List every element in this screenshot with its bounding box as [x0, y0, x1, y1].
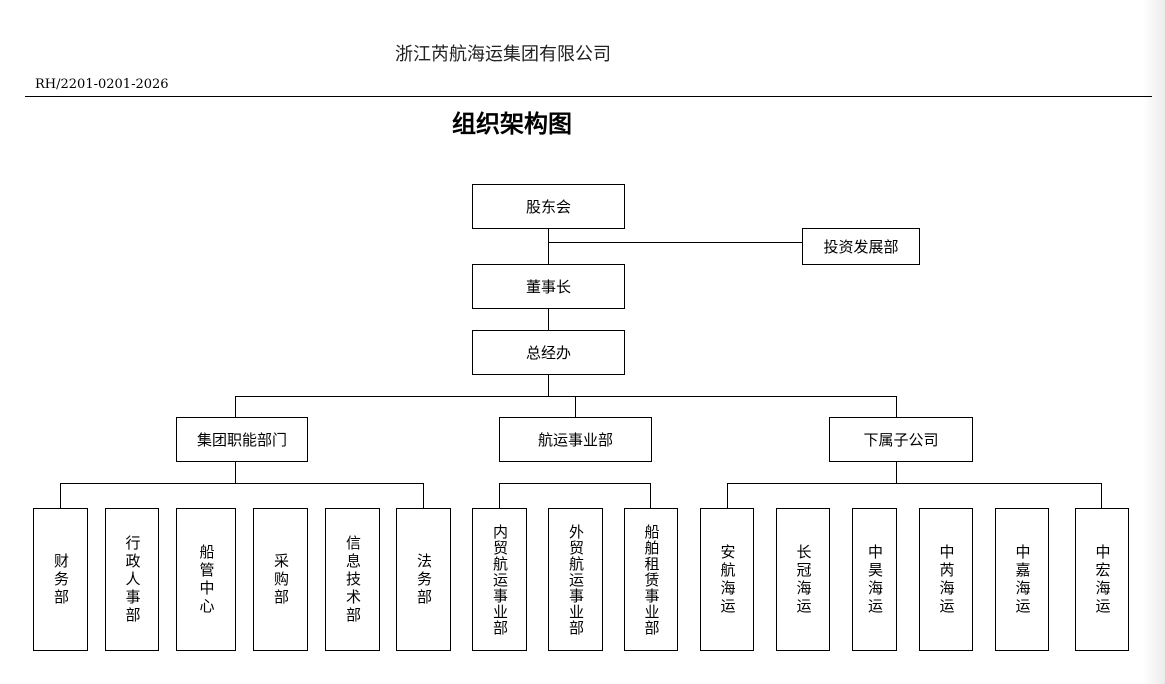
subsidiary-box: 中宏海运: [1075, 508, 1129, 651]
header-divider: [25, 96, 1152, 97]
dept-box: 采购部: [253, 508, 308, 651]
connector: [235, 396, 236, 418]
connector: [423, 483, 424, 509]
connector: [575, 396, 576, 418]
division-shipping-box: 航运事业部: [499, 417, 652, 462]
subsidiary-box: 中昊海运: [852, 508, 897, 651]
connector: [1101, 483, 1102, 509]
connector: [548, 228, 549, 265]
connector: [727, 483, 728, 509]
dept-box: 船管中心: [176, 508, 236, 651]
connector: [548, 308, 549, 331]
connector: [650, 483, 651, 509]
division-subsidiaries-box: 下属子公司: [829, 417, 973, 462]
business-unit-box: 船舶租赁事业部: [624, 508, 678, 651]
dept-box: 法务部: [396, 508, 451, 651]
chairman-box: 董事长: [472, 264, 625, 309]
page-title: 组织架构图: [452, 109, 572, 138]
subsidiary-box: 中嘉海运: [995, 508, 1049, 651]
connector: [60, 483, 61, 509]
business-unit-box: 内贸航运事业部: [472, 508, 527, 651]
connector: [235, 396, 897, 397]
connector: [548, 242, 803, 243]
connector: [727, 483, 1102, 484]
dept-box: 行政人事部: [105, 508, 159, 651]
division-functional-box: 集团职能部门: [176, 417, 308, 462]
subsidiary-box: 长冠海运: [776, 508, 830, 651]
connector: [548, 374, 549, 396]
connector: [499, 483, 500, 509]
subsidiary-box: 中芮海运: [919, 508, 973, 651]
investment-dept-box: 投资发展部: [802, 228, 920, 265]
dept-box: 财务部: [33, 508, 88, 651]
company-name: 浙江芮航海运集团有限公司: [395, 44, 611, 65]
connector: [60, 483, 424, 484]
gm-office-box: 总经办: [472, 330, 625, 375]
subsidiary-box: 安航海运: [700, 508, 754, 651]
shareholders-box: 股东会: [472, 184, 625, 229]
connector: [235, 461, 236, 483]
dept-box: 信息技术部: [325, 508, 380, 651]
business-unit-box: 外贸航运事业部: [548, 508, 603, 651]
connector: [896, 461, 897, 483]
document-number: RH/2201-0201-2026: [35, 77, 169, 92]
connector: [499, 483, 651, 484]
page-edge-shadow: [1143, 0, 1165, 684]
connector: [896, 396, 897, 418]
